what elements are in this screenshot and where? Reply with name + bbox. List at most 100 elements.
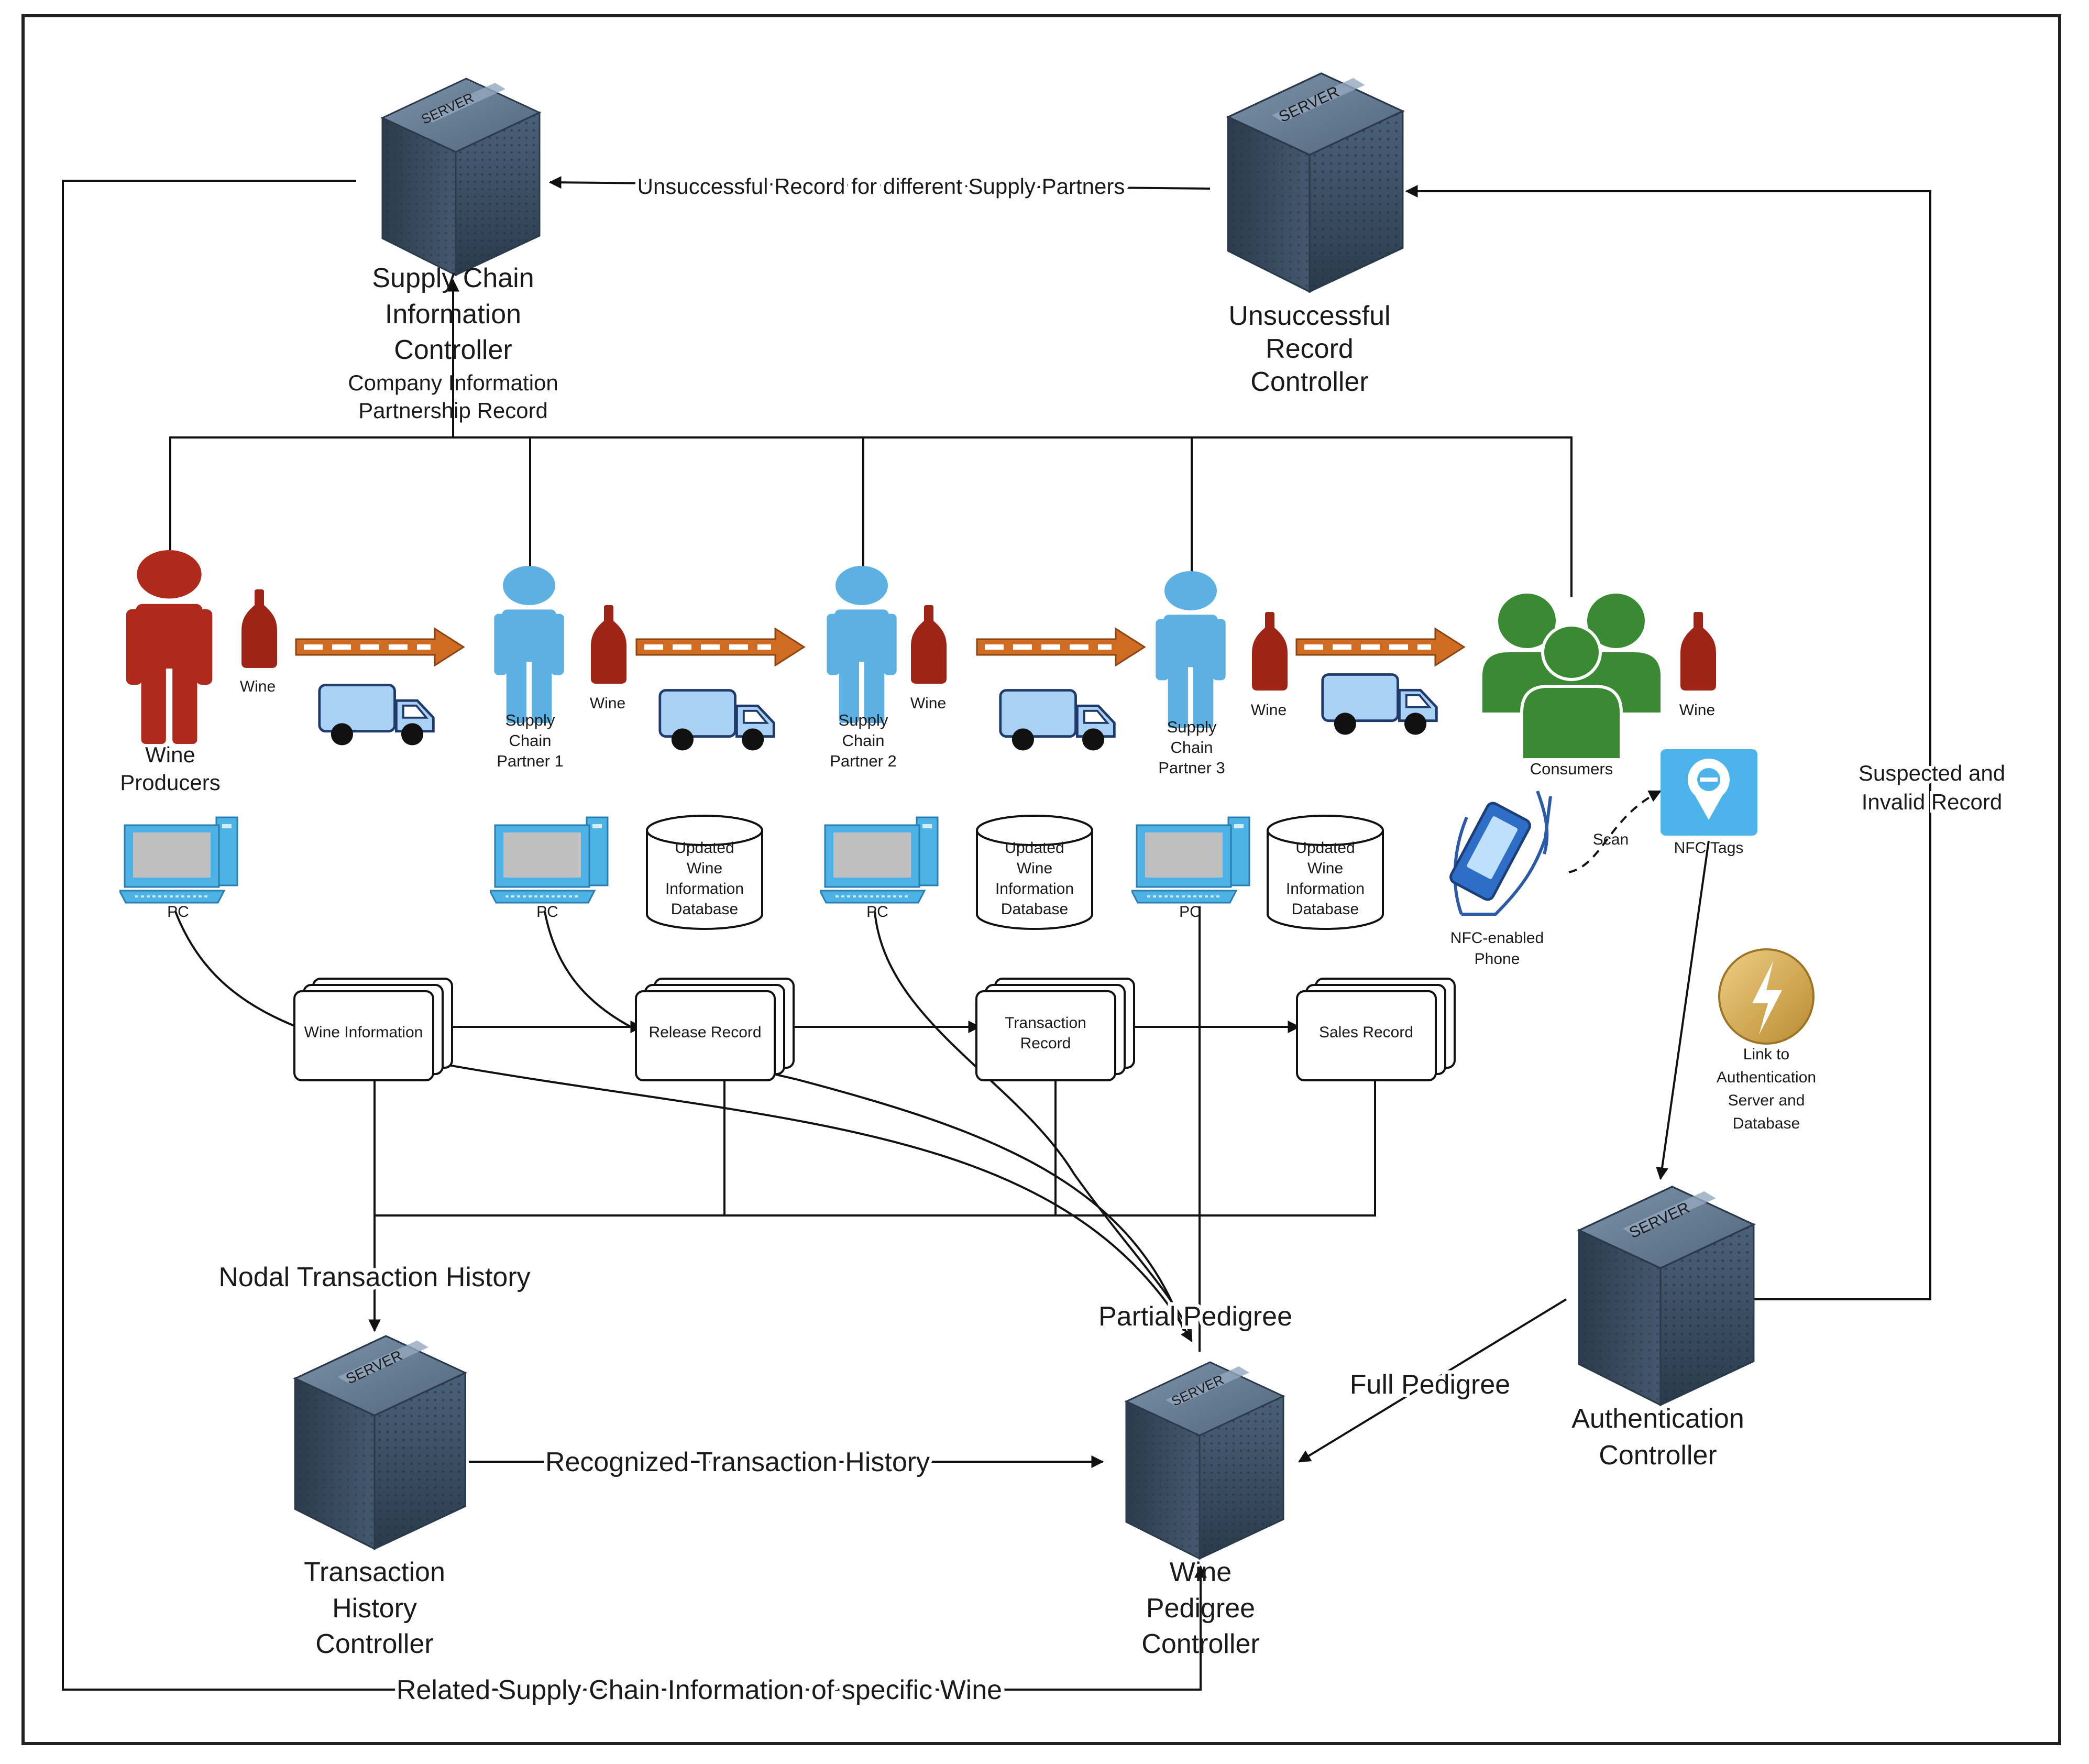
pc-label-3: PC (1179, 903, 1201, 921)
related-info-arrow (62, 180, 1207, 1691)
nfc-phone-label-2: Phone (1475, 950, 1520, 968)
db1-line-1: Updated (675, 839, 734, 857)
nfc-to-auth-arrow (1656, 840, 1710, 1180)
db3-line-1: Updated (1295, 839, 1355, 857)
wine-label-2: Wine (910, 695, 946, 712)
recognized-history-label: Recognized Transaction History (545, 1447, 930, 1477)
lightning-badge-icon (1718, 948, 1815, 1045)
sales-record-text: Sales Record (1319, 1024, 1413, 1041)
supply-chain-line-1: Supply Chain (372, 263, 534, 293)
full-pedigree-arrow (1298, 1298, 1567, 1463)
wine-pedigree-server-label: Wine Pedigree Controller (1141, 1557, 1259, 1659)
pc-icon-3 (1131, 816, 1250, 904)
transaction-record: Transaction Record (975, 978, 1135, 1081)
wine-label-0: Wine (240, 678, 276, 695)
producer-label-1: Wine (145, 742, 195, 767)
suspected-record-arrow (1405, 185, 1931, 1300)
db2-line-4: Database (1001, 901, 1068, 918)
producer-label-2: Producers (120, 770, 220, 795)
unsuccessful-line-2: Record (1266, 334, 1354, 364)
release-record-text: Release Record (648, 1024, 761, 1041)
pc0-to-pedigree-curve (174, 911, 1193, 1343)
top-bus-line (169, 436, 1573, 597)
authentication-line-1: Authentication (1571, 1404, 1744, 1434)
pc-label-0: PC (167, 903, 189, 921)
db2-line-2: Wine (1017, 860, 1052, 877)
wine-pedigree-line-2: Pedigree (1146, 1593, 1255, 1624)
unsuccessful-server-label: Unsuccessful Record Controller (1228, 301, 1390, 397)
link-label-3: Server and (1728, 1092, 1805, 1109)
db3-line-3: Information (1286, 880, 1365, 897)
partner3-label-3: Partner 3 (1158, 759, 1225, 777)
partner2-label-1: Supply (839, 711, 888, 729)
authentication-server-label: Authentication Controller (1571, 1404, 1744, 1471)
supply-chain-subline-2: Partnership Record (358, 398, 548, 423)
transaction-history-line-2: History (332, 1593, 417, 1624)
pc-label-2: PC (866, 903, 888, 921)
suspected-label-1: Suspected and (1859, 761, 2005, 785)
partner1-label-3: Partner 1 (497, 752, 564, 770)
unsuccessful-line-1: Unsuccessful (1228, 301, 1390, 331)
wine-pedigree-line-1: Wine (1170, 1557, 1232, 1587)
supply-chain-subline-1: Company Information (348, 370, 558, 395)
transaction-record-line-1: Transaction (1005, 1014, 1086, 1032)
wine-label-1: Wine (590, 695, 625, 712)
sales-record: Sales Record (1296, 978, 1456, 1081)
wine-information-text: Wine Information (304, 1024, 423, 1041)
supply-chain-line-2: Information (385, 299, 521, 330)
unsuccessful-record-label: Unsuccessful Record for different Supply… (637, 174, 1125, 199)
link-label-4: Database (1733, 1115, 1800, 1132)
scan-label: Scan (1593, 831, 1629, 848)
partial-pedigree-label: Partial Pedigree (1098, 1301, 1292, 1332)
consumers-icon (1482, 594, 1661, 761)
transaction-record-line-2: Record (1020, 1035, 1071, 1052)
pc-label-1: PC (536, 903, 558, 921)
db3-line-2: Wine (1307, 860, 1343, 877)
db3-line-4: Database (1292, 901, 1359, 918)
collector-bus-line (373, 1069, 1376, 1217)
database-icon-2: Updated Wine Information Database (976, 815, 1093, 930)
partner2-label-2: Chain (842, 731, 885, 750)
database-icon-1: Updated Wine Information Database (646, 815, 763, 930)
partner1-label-1: Supply (505, 711, 555, 729)
link-label-1: Link to (1743, 1046, 1789, 1063)
nfc-phone-label-1: NFC-enabled (1450, 929, 1544, 947)
authentication-line-2: Controller (1599, 1440, 1717, 1471)
pc-icon-0 (119, 816, 238, 904)
db1-line-4: Database (671, 901, 738, 918)
db2-line-1: Updated (1005, 839, 1064, 857)
consumers-label: Consumers (1530, 760, 1613, 778)
full-pedigree-label: Full Pedigree (1350, 1369, 1510, 1400)
db2-line-3: Information (995, 880, 1074, 897)
unsuccessful-line-3: Controller (1250, 367, 1368, 397)
pc2-to-pedigree-curve (874, 911, 1190, 1331)
related-info-label: Related Supply Chain Information of spec… (397, 1675, 1002, 1705)
suspected-label-2: Invalid Record (1862, 790, 2002, 814)
wine-label-3: Wine (1251, 702, 1287, 719)
database-icon-3: Updated Wine Information Database (1267, 815, 1384, 930)
transaction-history-line-1: Transaction (304, 1557, 445, 1587)
db1-line-2: Wine (687, 860, 722, 877)
partner1-label-2: Chain (509, 731, 552, 750)
transaction-history-line-3: Controller (315, 1629, 433, 1659)
supply-chain-server-label: Supply Chain Information Controller Comp… (348, 263, 558, 423)
wine-information-record: Wine Information (293, 978, 453, 1081)
pc-icon-1 (490, 816, 609, 904)
link-label-2: Authentication (1717, 1069, 1816, 1086)
scan-arrow (1568, 790, 1662, 873)
unsuccessful-record-arrow (548, 176, 1211, 190)
wine-label-4: Wine (1679, 702, 1715, 719)
wine-pedigree-line-3: Controller (1141, 1629, 1259, 1659)
pc1-to-pedigree-curve (544, 911, 1185, 1331)
supply-chain-line-3: Controller (394, 335, 512, 365)
nfc-tag-icon (1661, 749, 1757, 836)
nfc-phone-icon (1449, 790, 1552, 916)
transaction-history-server-label: Transaction History Controller (304, 1557, 445, 1659)
partner3-label-1: Supply (1167, 718, 1217, 736)
partner3-label-2: Chain (1171, 738, 1213, 757)
release-record: Release Record (635, 978, 795, 1081)
nodal-history-label: Nodal Transaction History (218, 1262, 530, 1292)
pc-icon-2 (820, 816, 939, 904)
db1-line-3: Information (665, 880, 744, 897)
nfc-tags-label: NFC Tags (1674, 839, 1744, 857)
